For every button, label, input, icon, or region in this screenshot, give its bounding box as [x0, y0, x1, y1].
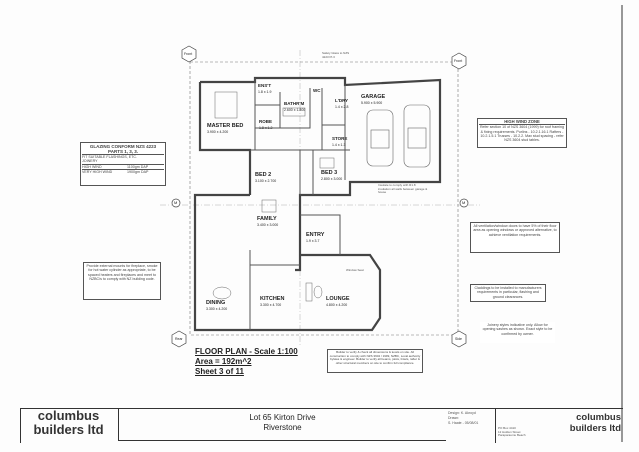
insulate-note: Insulate to comply with R1.8 insulation …: [378, 183, 428, 194]
cladding-note: Claddings to be installed to manufacture…: [470, 284, 546, 302]
marker-front-top-right: [451, 52, 467, 70]
furniture: [212, 91, 335, 302]
joinery-note: Joinery styles indicative only. Allow fo…: [480, 322, 555, 343]
plan-area: Area = 192m^2: [195, 357, 252, 366]
fireplace-note: Provide external mounts for fireplace, s…: [83, 262, 161, 300]
marker-label-front-1: Front: [184, 52, 193, 56]
ventilation-note: All ventilation/window doors to have 5% …: [470, 222, 560, 253]
marker-side-bottom-right: [451, 330, 467, 348]
builder-verify-note: Builder to verify & check all dimensions…: [327, 349, 423, 373]
plan-caption: FLOOR PLAN - Scale 1:100 Area = 192m^2 S…: [195, 347, 298, 377]
section-label-right: M: [462, 200, 466, 205]
room-wc: WC: [313, 88, 321, 93]
section-marker-left: [171, 198, 181, 208]
section-label-left: M: [174, 200, 178, 205]
section-marker-right: [459, 198, 469, 208]
interior-walls: [249, 78, 350, 330]
marker-rear-bottom-left: [171, 330, 187, 348]
marker-label-rear: Rear: [175, 337, 183, 341]
marker-front-top-left: [181, 45, 197, 63]
glazing-table: GLAZING CONFORM NZS 4223 PARTS 1, 3, 3. …: [80, 142, 166, 186]
high-wind-zone-note: HIGH WIND ZONE Refer section 10 of NZS 3…: [477, 118, 567, 148]
window-seat-label: Window Seat: [346, 268, 364, 272]
safety-glass-note: Safety Glass to NZS 4223 Pt.3: [322, 51, 350, 59]
elevation-markers: [171, 45, 469, 348]
marker-label-side: Side: [455, 337, 463, 341]
marker-label-front-2: Front: [454, 59, 463, 63]
plan-sheet: Sheet 3 of 11: [195, 367, 244, 376]
site-boundary: [189, 61, 459, 336]
exterior-walls: [193, 76, 442, 332]
plan-title: FLOOR PLAN - Scale 1:100: [195, 347, 298, 356]
cars: [366, 104, 431, 168]
